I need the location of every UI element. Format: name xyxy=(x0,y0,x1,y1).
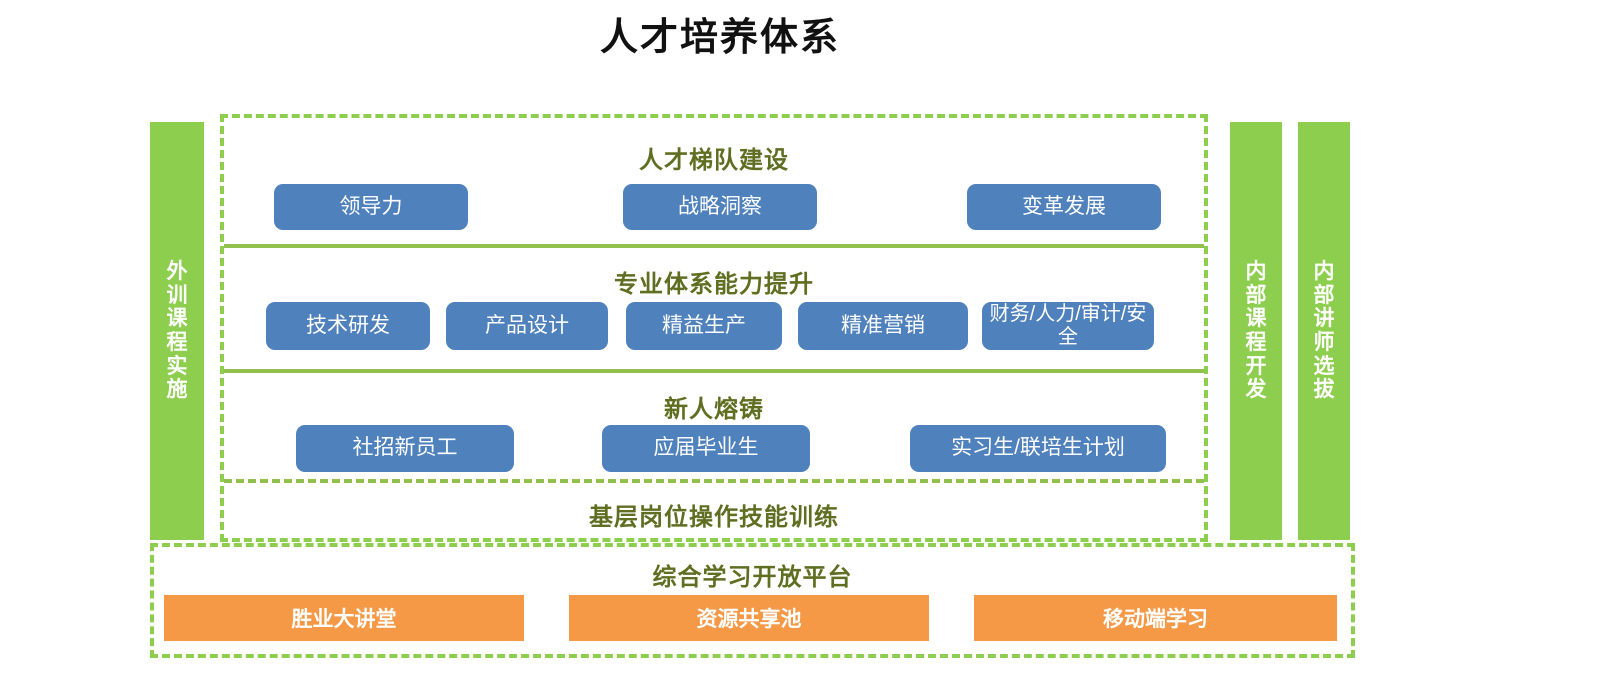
row-professional-capability: 专业体系能力提升 技术研发 产品设计 精益生产 精准营销 财务/人力/审计/安全 xyxy=(224,248,1204,373)
row-talent-pipeline: 人才梯队建设 领导力 战略洞察 变革发展 xyxy=(224,118,1204,248)
sidebar-external-training[interactable]: 外训课程实施 xyxy=(150,122,204,540)
chip-precision-marketing[interactable]: 精准营销 xyxy=(798,302,968,350)
chip-strategic-insight[interactable]: 战略洞察 xyxy=(623,184,817,230)
row-professional-capability-heading: 专业体系能力提升 xyxy=(614,271,814,298)
sidebar-external-training-label: 外训课程实施 xyxy=(166,260,188,402)
sidebar-internal-course-dev-label: 内部课程开发 xyxy=(1245,260,1267,402)
sidebar-internal-trainer-selection-label: 内部讲师选拔 xyxy=(1313,260,1335,402)
row-frontline-skills-training-heading: 基层岗位操作技能训练 xyxy=(589,504,839,531)
row-newcomer-integration-heading: 新人熔铸 xyxy=(664,396,764,423)
row-frontline-skills-training: 基层岗位操作技能训练 xyxy=(224,483,1204,542)
chip-resource-sharing-pool[interactable]: 资源共享池 xyxy=(569,595,929,641)
sidebar-internal-course-dev[interactable]: 内部课程开发 xyxy=(1230,122,1282,540)
chip-mobile-learning[interactable]: 移动端学习 xyxy=(974,595,1337,641)
page-title: 人才培养体系 xyxy=(599,17,840,59)
training-framework-box: 人才梯队建设 领导力 战略洞察 变革发展 专业体系能力提升 技术研发 产品设计 … xyxy=(220,114,1208,542)
chip-fresh-graduate[interactable]: 应届毕业生 xyxy=(602,425,810,472)
row-professional-capability-items: 技术研发 产品设计 精益生产 精准营销 财务/人力/审计/安全 xyxy=(224,302,1204,350)
row-newcomer-integration: 新人熔铸 社招新员工 应届毕业生 实习生/联培生计划 xyxy=(224,373,1204,483)
chip-lean-production[interactable]: 精益生产 xyxy=(626,302,782,350)
open-learning-platform-heading: 综合学习开放平台 xyxy=(652,564,853,591)
row-talent-pipeline-items: 领导力 战略洞察 变革发展 xyxy=(224,184,1204,230)
chip-product-design[interactable]: 产品设计 xyxy=(446,302,608,350)
row-newcomer-integration-items: 社招新员工 应届毕业生 实习生/联培生计划 xyxy=(224,425,1204,472)
chip-finance-hr-audit-safety[interactable]: 财务/人力/审计/安全 xyxy=(982,302,1154,350)
chip-social-recruit-new-employee[interactable]: 社招新员工 xyxy=(296,425,514,472)
chip-transformation-development[interactable]: 变革发展 xyxy=(967,184,1161,230)
sidebar-internal-trainer-selection[interactable]: 内部讲师选拔 xyxy=(1298,122,1350,540)
row-talent-pipeline-heading: 人才梯队建设 xyxy=(639,147,789,174)
chip-leadership[interactable]: 领导力 xyxy=(274,184,468,230)
open-learning-platform-items: 胜业大讲堂 资源共享池 移动端学习 xyxy=(154,595,1351,641)
chip-shengye-lecture-hall[interactable]: 胜业大讲堂 xyxy=(164,595,524,641)
chip-intern-joint-training-plan[interactable]: 实习生/联培生计划 xyxy=(910,425,1166,472)
open-learning-platform-box: 综合学习开放平台 胜业大讲堂 资源共享池 移动端学习 xyxy=(150,543,1355,658)
chip-tech-rd[interactable]: 技术研发 xyxy=(266,302,430,350)
